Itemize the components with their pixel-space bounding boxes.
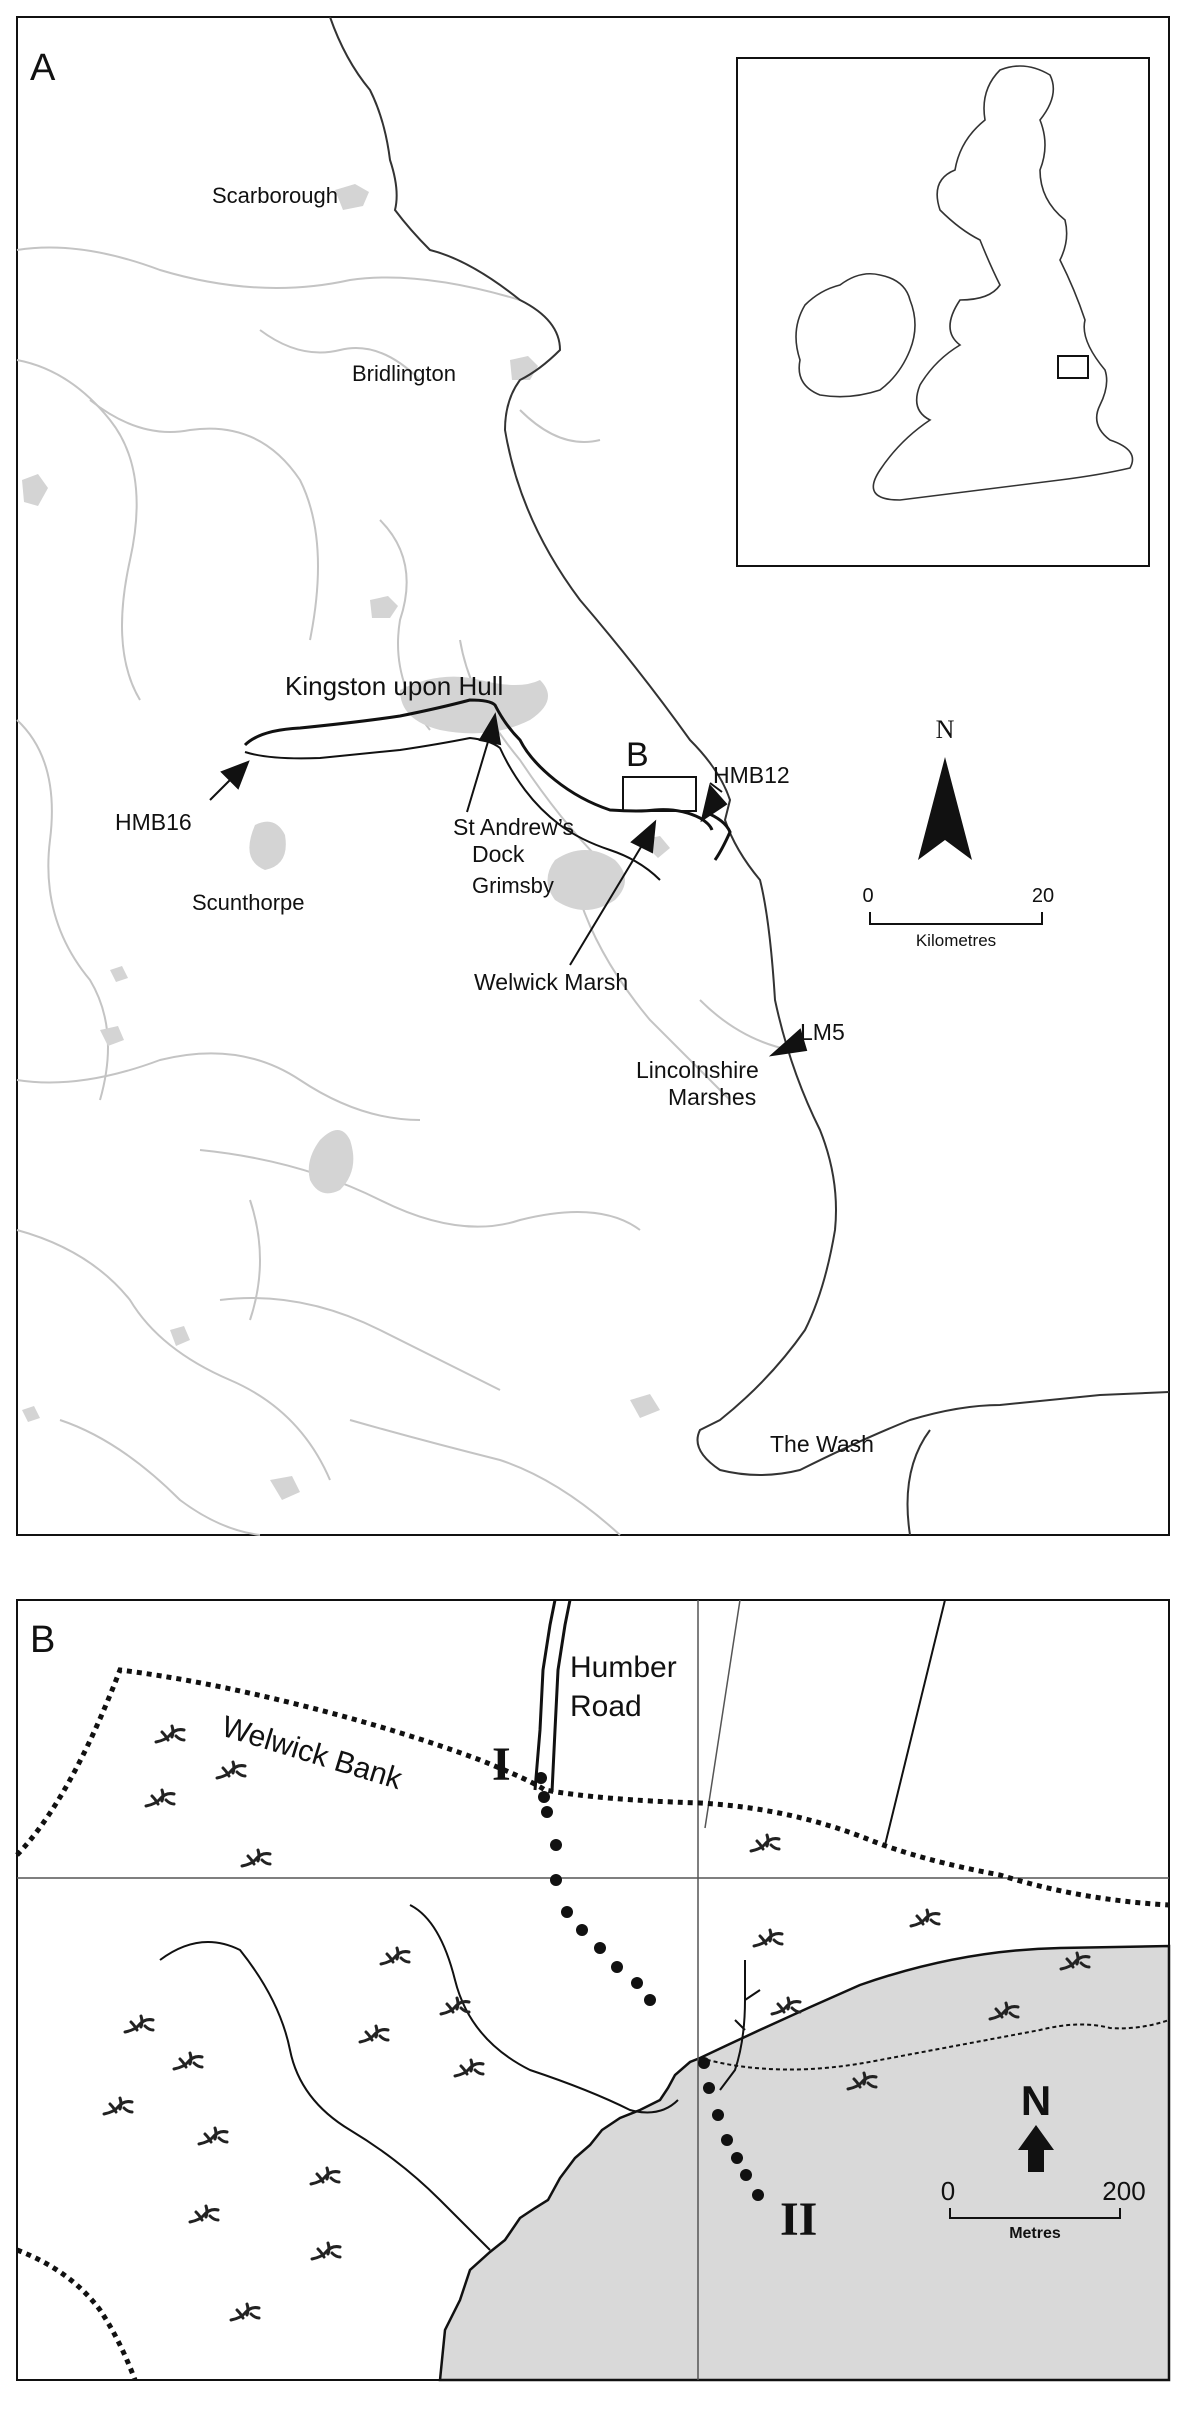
spurn-head (704, 810, 732, 861)
label-grimsby: Grimsby (472, 873, 554, 898)
mudflat-dashed-line (699, 2019, 1170, 2071)
label-hull: Kingston upon Hull (285, 671, 503, 701)
panel-b-letter: B (30, 1619, 55, 1661)
humber-road-west (533, 1599, 557, 1791)
north-arrow-b: N (1018, 2077, 1054, 2172)
label-welwick-marsh: Welwick Marsh (474, 969, 628, 995)
scale-a-end: 20 (1032, 885, 1054, 907)
panel-a: A (16, 16, 1170, 1536)
scale-bar-b: 0 200 Metres (941, 2176, 1146, 2242)
arrow-lm5 (768, 1028, 808, 1057)
wash-coast (906, 1429, 931, 1536)
label-lincs-1: Lincolnshire (636, 1057, 759, 1083)
label-st-andrews-2: Dock (472, 841, 525, 867)
label-st-andrews-1: St Andrew’s (453, 814, 574, 840)
humber-south-bank (244, 736, 661, 881)
bank-southwest (16, 2247, 138, 2381)
transect-dots (535, 1772, 764, 2201)
scale-b-end: 200 (1102, 2176, 1145, 2206)
humber-road-east (550, 1599, 572, 1793)
label-scunthorpe: Scunthorpe (192, 890, 305, 915)
north-label-a: N (936, 715, 955, 744)
panel-a-letter: A (30, 47, 56, 89)
field-boundary-2 (884, 1599, 946, 1846)
label-bridlington: Bridlington (352, 361, 456, 386)
great-britain (872, 65, 1134, 501)
north-label-b: N (1021, 2077, 1051, 2124)
study-area-box (1057, 355, 1089, 379)
arrow-welwick (630, 819, 657, 854)
label-hmb12: HMB12 (713, 762, 790, 788)
label-humber: Humber (570, 1651, 677, 1684)
humber-north-bank (243, 698, 714, 831)
scale-bar-a: 0 20 Kilometres (862, 885, 1054, 950)
site-arrows (209, 712, 808, 1057)
panel-b: B (15, 1599, 1171, 2382)
label-hmb16: HMB16 (115, 809, 192, 835)
area-b-box (622, 776, 697, 812)
welwick-bank (15, 1667, 1170, 1908)
scale-a-start: 0 (862, 885, 873, 907)
arrow-st-andrews (478, 712, 502, 746)
arrow-hmb12 (700, 783, 728, 823)
transect-label-2: II (780, 2193, 817, 2246)
label-road: Road (570, 1690, 642, 1723)
marsh-edge-2 (409, 1904, 679, 2114)
inset-map (736, 57, 1150, 567)
creek (719, 1960, 761, 2091)
area-b-label: B (626, 736, 649, 774)
ireland (795, 272, 916, 398)
arrow-hmb16 (220, 760, 250, 790)
field-boundary-1 (704, 1599, 741, 1829)
marsh-edge-1 (159, 1941, 491, 2251)
label-the-wash: The Wash (770, 1431, 874, 1457)
scale-b-unit: Metres (1009, 2225, 1061, 2242)
coastline (329, 16, 1170, 1476)
label-scarborough: Scarborough (212, 183, 338, 208)
scale-a-unit: Kilometres (916, 931, 996, 950)
label-lm5: LM5 (800, 1019, 845, 1045)
north-arrow-a: N (918, 715, 972, 860)
transect-label-1: I (492, 1738, 511, 1791)
mudflat (438, 1944, 1171, 2382)
label-lincs-2: Marshes (668, 1084, 756, 1110)
scale-b-start: 0 (941, 2176, 955, 2206)
background-rivers (16, 246, 791, 1536)
